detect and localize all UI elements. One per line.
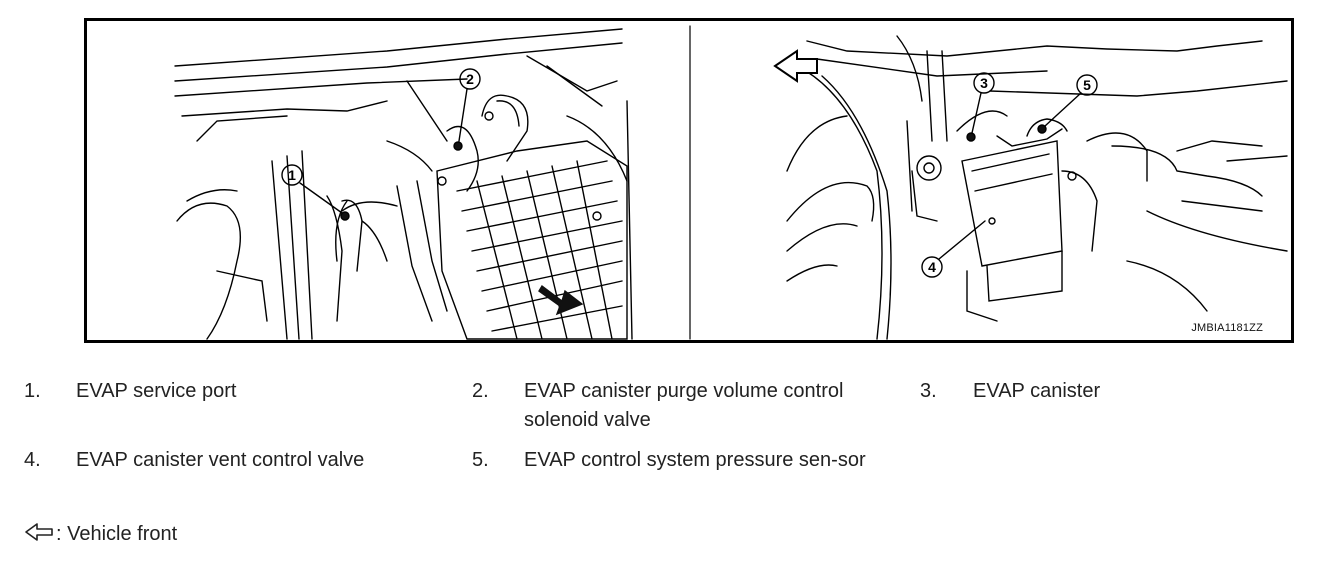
legend-text: EVAP canister [973, 380, 1101, 402]
callout-3-label: 3 [980, 75, 988, 91]
hollow-arrow-left-icon [25, 523, 53, 541]
callout-4-label: 4 [928, 259, 936, 275]
callout-5-circle [1076, 74, 1098, 96]
legend-number: 5. [472, 449, 489, 471]
legend-number: 1. [24, 380, 41, 402]
callout-2-circle [459, 68, 481, 90]
callout-1-label: 1 [288, 167, 296, 183]
callout-2-label: 2 [466, 71, 474, 87]
legend-text: EVAP canister vent control valve [76, 449, 365, 471]
front-arrow [773, 49, 818, 83]
legend-text: EVAP canister purge volume control solen… [524, 380, 844, 431]
figure-code: JMBIA1181ZZ [1191, 322, 1263, 334]
engine-bay-illustration: 1 2 3 4 5 [174, 25, 1288, 340]
engine-bay-figure: 1 2 3 4 5 JMBIA1181ZZ [84, 18, 1294, 343]
callout-5-label: 5 [1083, 77, 1091, 93]
vehicle-front-note: : Vehicle front [24, 520, 177, 549]
legend-number: 2. [472, 380, 489, 402]
legend-text: EVAP control system pressure sen-sor [524, 449, 866, 471]
legend-number: 4. [24, 449, 41, 471]
callout-3-circle [973, 72, 995, 94]
callout-1-circle [281, 164, 303, 186]
vehicle-front-label: : Vehicle front [56, 523, 178, 545]
legend-text: EVAP service port [76, 380, 237, 402]
callout-4-circle [921, 256, 943, 278]
legend-number: 3. [920, 380, 937, 402]
